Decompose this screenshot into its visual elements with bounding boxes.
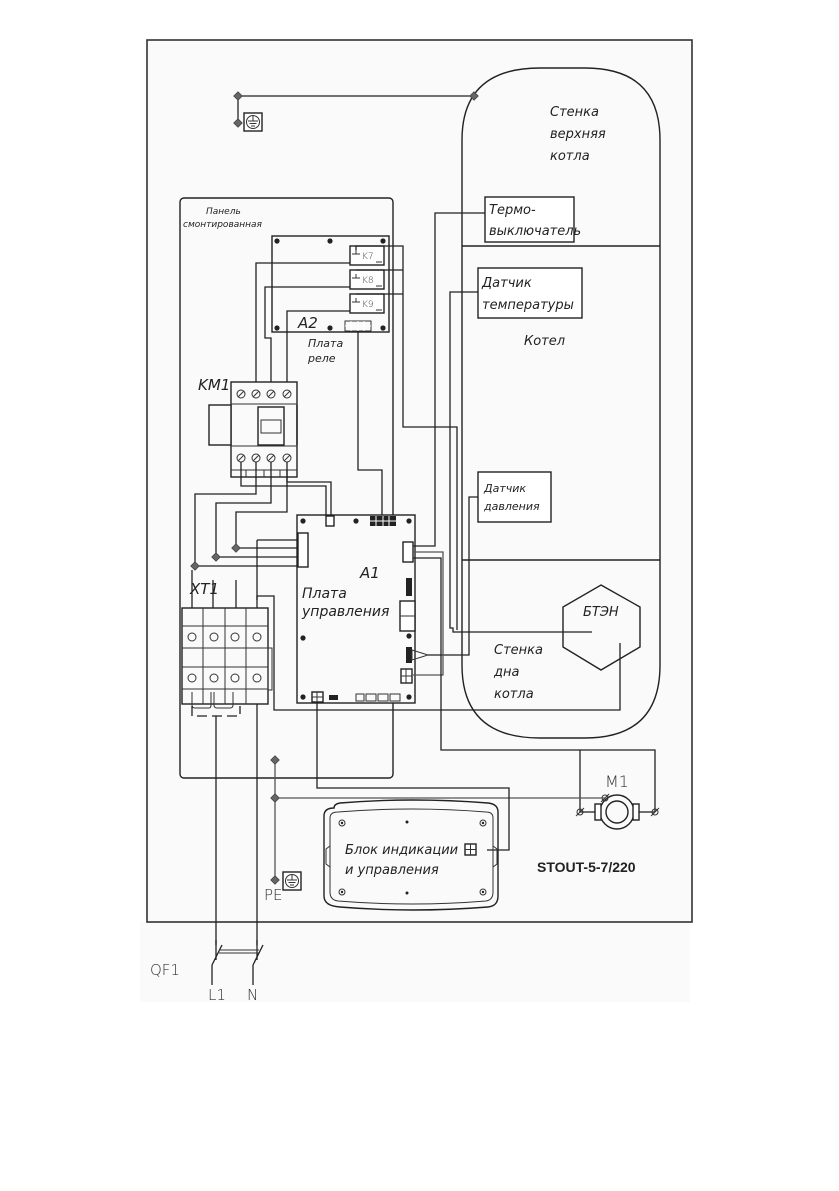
svg-text:K8: K8 [362, 276, 374, 286]
breaker-qf1 [211, 940, 264, 985]
relay-wiring [255, 245, 458, 630]
panel-label: Панель смонтированная [183, 207, 263, 230]
terminal-wiring [191, 570, 621, 960]
ground-icon [243, 112, 263, 132]
control-board-name: Плата управления [301, 586, 389, 620]
svg-text:K9: K9 [362, 300, 374, 310]
heater-btan: БТЭН [562, 584, 641, 671]
pressure-sensor: Датчик давления [477, 471, 552, 523]
breaker-label: QF1 [150, 961, 180, 979]
svg-text:Блок индикации и управле: Блок индикации и управления [345, 843, 462, 878]
terminal-block-xt1 [181, 607, 273, 717]
boiler-wiring [413, 212, 656, 812]
boiler-bottom-wall-label: Стенка дна котла [493, 643, 547, 702]
motor-label: M1 [605, 772, 629, 791]
phase-label: L1 [208, 986, 226, 1004]
control-board-a1 [296, 514, 430, 704]
temperature-sensor: Датчик температуры [477, 267, 583, 319]
motor-m1 [575, 793, 660, 830]
svg-text:K7: K7 [362, 252, 374, 262]
relay-k9: K9 [349, 293, 385, 314]
boiler-outline [461, 67, 661, 739]
thermo-switch: Термо- выключатель [484, 196, 581, 243]
pe-label: PE [264, 886, 283, 904]
svg-text:Датчик температуры: Датчик температуры [481, 276, 574, 313]
terminal-block-label: XT1 [189, 580, 219, 598]
neutral-label: N [247, 986, 258, 1004]
svg-text:Термо- выключатель: Термо- выключатель [489, 203, 581, 239]
contactor-label: KM1 [198, 376, 230, 394]
contactor-wiring [190, 462, 332, 600]
boiler-top-wall-label: Стенка верхняя котла [550, 105, 610, 164]
lower-background [140, 922, 690, 1002]
contactor-km1 [208, 381, 298, 478]
boiler-body-label: Котел [524, 334, 565, 349]
relay-board-name: Плата реле [307, 337, 347, 365]
relay-k8: K8 [349, 269, 385, 290]
relay-k7: K7 [349, 245, 385, 266]
pe-ground-icon [282, 871, 302, 891]
pe-wiring [270, 702, 605, 885]
top-ground-connection [233, 91, 479, 128]
relay-board-ref: A2 [297, 314, 318, 332]
model-name: STOUT-5-7/220 [537, 859, 636, 875]
svg-text:БТЭН: БТЭН [583, 605, 619, 620]
control-board-ref: A1 [359, 564, 380, 582]
display-unit: Блок индикации и управления [323, 799, 499, 911]
svg-text:Датчик давления: Датчик давления [483, 482, 540, 513]
